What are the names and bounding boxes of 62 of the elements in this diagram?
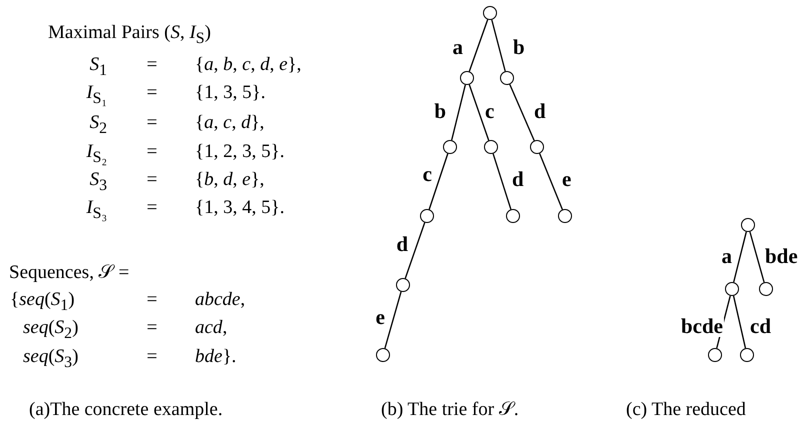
tree-edge: [404, 222, 426, 279]
math-text: {a, c, d},: [195, 112, 264, 134]
trie-node: [530, 140, 544, 154]
math-text: I$_{S₃}$: [86, 197, 107, 224]
math-text: {a, b, c, d, e},: [195, 54, 302, 76]
trie-node: [759, 282, 773, 296]
trie-node: [396, 278, 410, 292]
edge-label: bcde: [680, 316, 724, 337]
math-text: bde}.: [195, 346, 236, 368]
math-text: seq(S$_{3}$): [23, 346, 78, 373]
math-text: =: [146, 82, 158, 104]
math-text: =: [146, 197, 158, 219]
trie-node: [708, 348, 722, 362]
math-text: I$_{S₂}$: [86, 141, 107, 168]
math-text: abcde,: [195, 289, 246, 311]
tree-edge: [749, 232, 765, 282]
heading-text: Sequences, 𝒮 =: [9, 262, 130, 284]
math-text: seq(S$_{2}$): [23, 317, 78, 344]
trie-node: [420, 209, 434, 223]
tree-edge: [428, 153, 448, 210]
math-text: =: [146, 112, 158, 134]
trie-node: [460, 71, 474, 85]
tree-edge: [384, 292, 402, 348]
math-text: =: [146, 169, 158, 191]
subfigure-caption: (b) The trie for 𝒮.: [381, 399, 519, 421]
trie-node: [558, 209, 572, 223]
math-text: S$_{2}$: [90, 112, 107, 139]
subfigure-caption: (a)The concrete example.: [29, 399, 223, 421]
tree-edge: [451, 84, 466, 140]
tree-edge: [468, 19, 488, 72]
tree-edge: [492, 153, 512, 210]
math-text: acd,: [195, 317, 228, 339]
trie-node: [376, 348, 390, 362]
trie-node: [740, 348, 754, 362]
trie-node: [500, 71, 514, 85]
tree-edge: [539, 153, 563, 210]
math-text: {b, d, e},: [195, 169, 264, 191]
math-text: {seq(S$_{1}$): [10, 289, 75, 316]
math-text: {1, 3, 4, 5}.: [195, 197, 284, 219]
trie-node: [484, 140, 498, 154]
math-text: S$_{3}$: [90, 169, 107, 196]
math-text: {1, 2, 3, 5}.: [195, 141, 284, 163]
trie-node: [725, 282, 739, 296]
trie-node: [483, 6, 497, 20]
tree-edge: [509, 84, 535, 141]
math-text: =: [146, 317, 158, 339]
heading-text: Maximal Pairs (S, I$_{S}$): [48, 22, 211, 49]
math-text: {1, 3, 5}.: [195, 82, 266, 104]
trie-node: [506, 209, 520, 223]
subfigure-caption: (c) The reduced: [626, 399, 746, 421]
tree-edge: [732, 296, 746, 348]
math-text: S$_{1}$: [90, 54, 107, 81]
math-text: =: [146, 141, 158, 163]
math-text: =: [146, 54, 158, 76]
math-text: =: [146, 346, 158, 368]
tree-edge: [468, 84, 490, 141]
math-text: =: [146, 289, 158, 311]
tree-edge: [491, 20, 506, 72]
trie-node: [443, 140, 457, 154]
math-text: I$_{S₁}$: [86, 82, 107, 109]
tree-edge: [733, 232, 747, 282]
trie-node: [741, 218, 755, 232]
